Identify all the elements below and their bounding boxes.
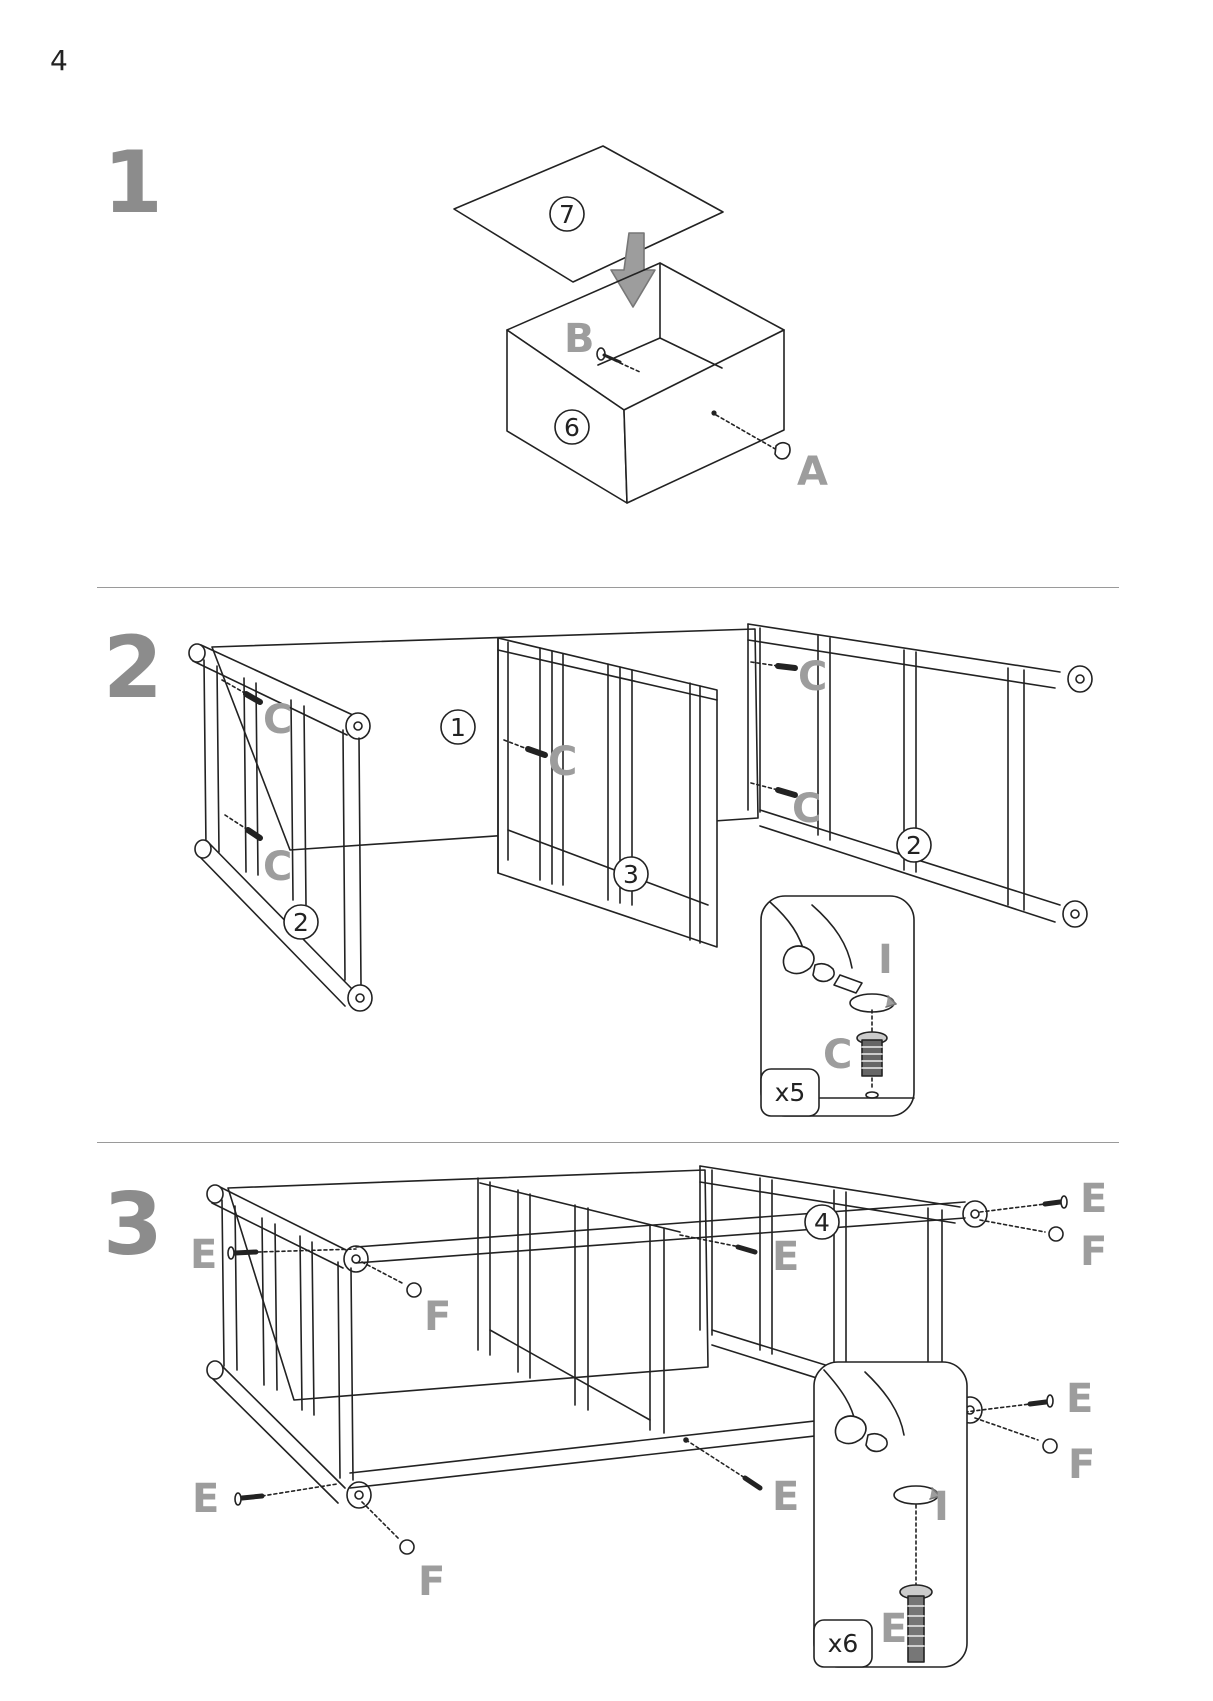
part-callout-circle [283, 904, 319, 940]
step-1-number: 1 [103, 133, 163, 233]
hardware-b-label: B [564, 316, 595, 362]
hardware-c-label: C [548, 739, 577, 785]
hardware-c-label: C [823, 1032, 852, 1078]
hardware-e-label: E [192, 1476, 219, 1522]
screw-e-icon [234, 1483, 338, 1506]
step-1-illustration: 7 6 A B [453, 145, 828, 504]
panel-7 [453, 145, 724, 283]
screw-c-icon [503, 739, 548, 758]
screw-c-icon [750, 782, 798, 798]
quantity-badge [760, 1068, 820, 1117]
hardware-e-label: E [880, 1606, 907, 1652]
part-7-label: 7 [559, 200, 575, 229]
hardware-c-label: C [263, 697, 292, 743]
step-2-number: 2 [103, 618, 163, 718]
quantity-label: x5 [775, 1078, 806, 1107]
hardware-f-label: F [418, 1559, 445, 1605]
divider-frame [477, 1177, 681, 1434]
screw-e-icon [679, 1234, 758, 1255]
hardware-e-label: E [772, 1474, 799, 1520]
quantity-label: x6 [828, 1629, 859, 1658]
screw-c-icon [224, 814, 263, 841]
part-6-label: 6 [564, 413, 580, 442]
screw-e-icon [979, 1195, 1068, 1213]
detail-inset-step-3: x6 I E [813, 1361, 968, 1668]
detail-inset-step-2: x5 I C [760, 895, 915, 1117]
step-divider [97, 587, 1119, 588]
hardware-e-label: E [772, 1234, 799, 1280]
hand-with-key-icon [769, 901, 863, 994]
part-2-label: 2 [293, 908, 309, 937]
screw-c-icon [221, 679, 263, 705]
down-arrow-icon [610, 232, 656, 308]
part-callout-circle [896, 827, 932, 863]
screw-c-icon [750, 661, 798, 671]
knob-a-icon [711, 410, 791, 460]
hardware-f-label: F [1068, 1442, 1095, 1488]
bolt-f-icon [361, 1261, 422, 1298]
part-callout-circle [804, 1204, 840, 1240]
part-callout-circle [613, 856, 649, 892]
page-number: 4 [50, 44, 68, 77]
screw-e-icon [683, 1437, 763, 1491]
part-3-label: 3 [623, 860, 639, 889]
screw-e-icon [227, 1246, 357, 1260]
hardware-c-label: C [792, 786, 821, 832]
hardware-c-label: C [798, 654, 827, 700]
part-callout-circle [554, 409, 590, 445]
part-2-label: 2 [906, 831, 922, 860]
part-callout-circle [440, 709, 476, 745]
bolt-e-icon [899, 1584, 933, 1663]
hardware-a-label: A [797, 449, 828, 495]
part-callout-circle [549, 196, 585, 232]
step-3-illustration: E E E E E E F F F F 4 4 [190, 1165, 1107, 1668]
part-1-label: 1 [450, 713, 466, 742]
hardware-e-label: E [1080, 1176, 1107, 1222]
step-3-number: 3 [103, 1175, 163, 1275]
side-frame-2-left [188, 643, 373, 1012]
bolt-f-icon [979, 1219, 1064, 1242]
screw-b-icon [596, 347, 641, 373]
screw-c-icon [856, 1031, 888, 1077]
tool-i-label: I [934, 1484, 949, 1530]
rail-4-top [355, 1201, 966, 1264]
step-divider [97, 1142, 1119, 1143]
step-2-illustration: C C C C C 1 2 3 2 [188, 623, 1093, 1117]
quantity-badge [813, 1619, 873, 1668]
bolt-f-icon [361, 1501, 415, 1555]
divider-frame-3 [497, 637, 718, 948]
screw-e-icon [964, 1394, 1054, 1413]
hardware-f-label: F [424, 1294, 451, 1340]
tool-i-label: I [878, 937, 893, 983]
hardware-f-label: F [1080, 1229, 1107, 1275]
hardware-e-label: E [190, 1232, 217, 1278]
hardware-c-label: C [263, 844, 292, 890]
bolt-f-icon [974, 1417, 1058, 1454]
hand-with-key-icon [823, 1369, 905, 1453]
part-4-label: 4 [814, 1208, 830, 1237]
hardware-e-label: E [1066, 1376, 1093, 1422]
drawer-box-6 [506, 262, 785, 504]
